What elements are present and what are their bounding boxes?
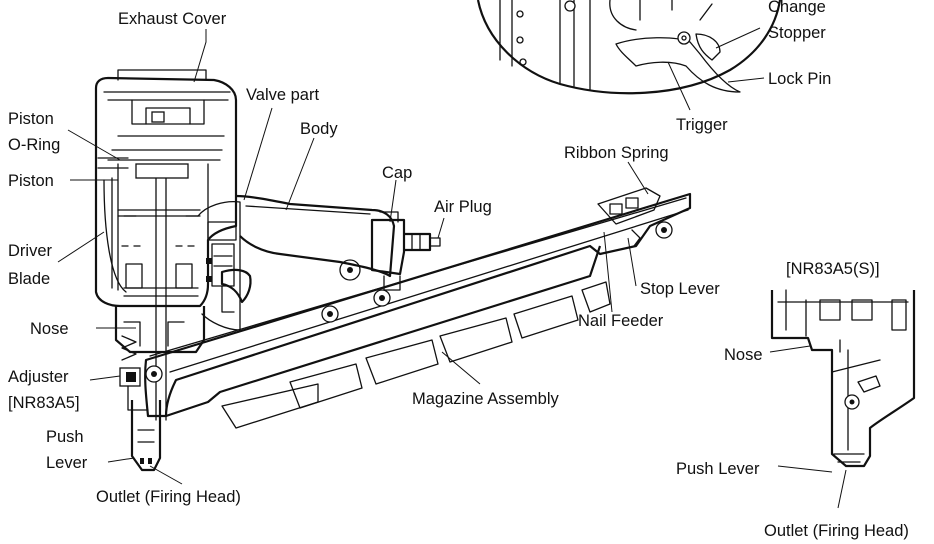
label-driver-blade-line1: Driver xyxy=(8,242,53,260)
label-piston-oring-line2: O-Ring xyxy=(8,136,60,154)
label-nail-feeder: Nail Feeder xyxy=(578,312,664,330)
label-cap: Cap xyxy=(382,164,412,182)
inset-label-outlet: Outlet (Firing Head) xyxy=(764,522,909,540)
label-stop-lever: Stop Lever xyxy=(640,280,720,298)
label-piston: Piston xyxy=(8,172,54,190)
trigger-detail-inset xyxy=(476,0,782,95)
label-push-lever-line1: Push xyxy=(46,428,84,446)
variant-inset-drawing xyxy=(770,289,916,468)
label-nose: Nose xyxy=(30,320,69,338)
label-adjuster-line1: Adjuster xyxy=(8,368,69,386)
label-change-stopper-line1: Change xyxy=(768,0,826,16)
nailer-main-drawing xyxy=(94,69,692,472)
label-ribbon-spring: Ribbon Spring xyxy=(564,144,669,162)
inset-label-push-lever: Push Lever xyxy=(676,460,760,478)
label-magazine-assembly: Magazine Assembly xyxy=(412,390,559,408)
label-trigger: Trigger xyxy=(676,116,728,134)
label-outlet: Outlet (Firing Head) xyxy=(96,488,241,506)
label-lock-pin: Lock Pin xyxy=(768,70,831,88)
label-push-lever-line2: Lever xyxy=(46,454,88,472)
leader-lines xyxy=(57,27,847,509)
label-driver-blade-line2: Blade xyxy=(8,270,50,288)
label-air-plug: Air Plug xyxy=(434,198,492,216)
label-valve-part: Valve part xyxy=(246,86,319,104)
label-adjuster-line2: [NR83A5] xyxy=(8,394,80,412)
part-labels: Exhaust Cover Valve part Piston O-Ring B… xyxy=(8,0,909,540)
label-piston-oring-line1: Piston xyxy=(8,110,54,128)
label-change-stopper-line2: Stopper xyxy=(768,24,826,42)
label-exhaust-cover: Exhaust Cover xyxy=(118,10,227,28)
label-body: Body xyxy=(300,120,338,138)
inset-label-nose: Nose xyxy=(724,346,763,364)
inset-title: [NR83A5(S)] xyxy=(786,260,880,278)
